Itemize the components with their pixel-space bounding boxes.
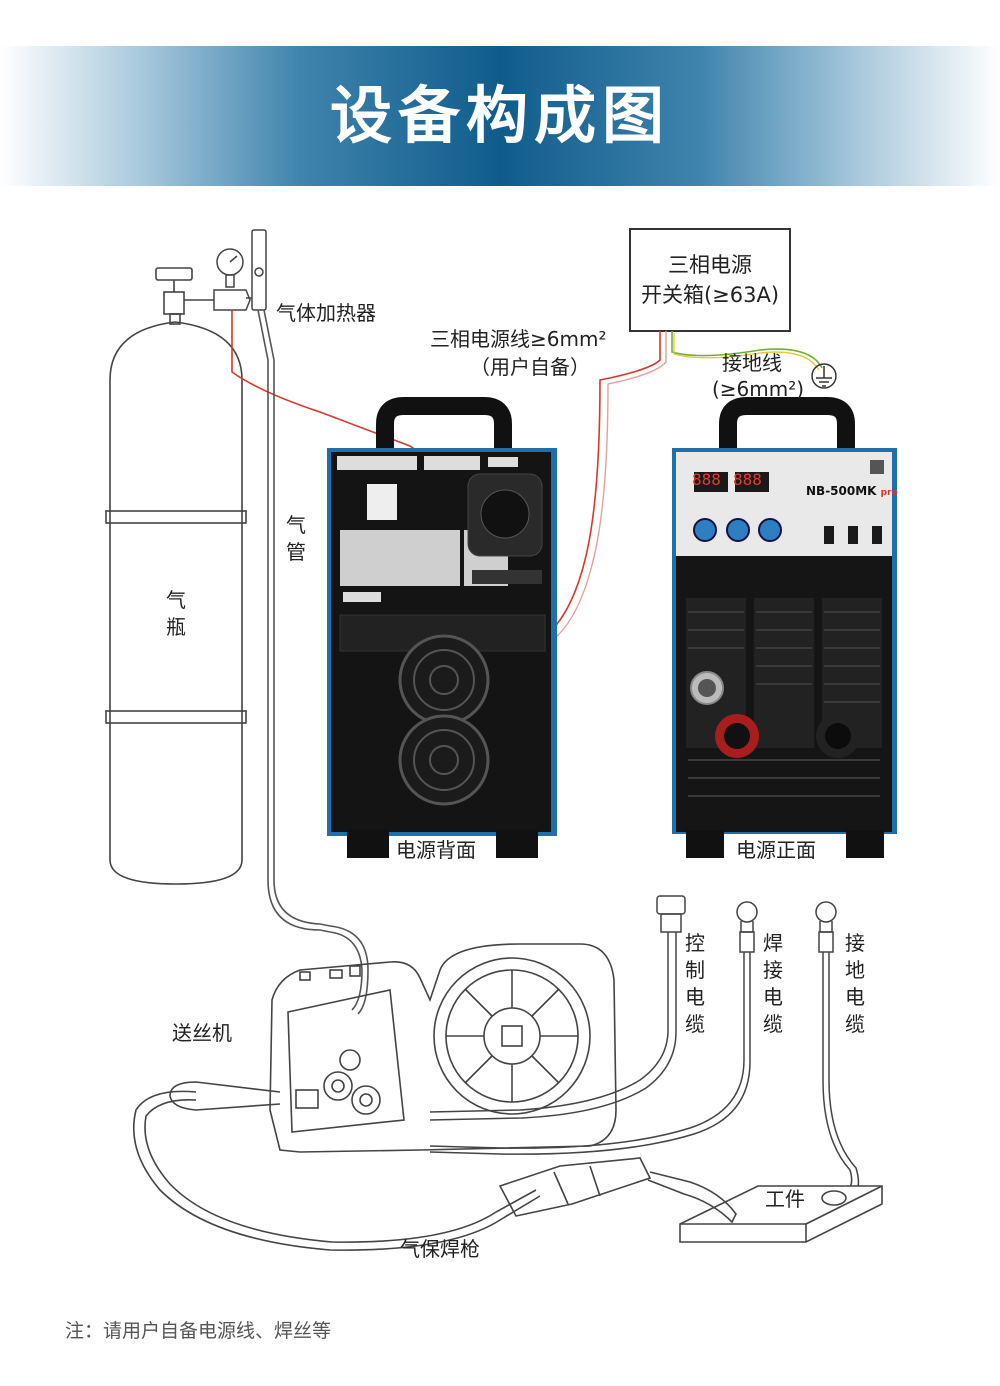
workpiece	[679, 1185, 883, 1243]
gas-cylinder	[105, 267, 247, 885]
title-banner	[0, 46, 1000, 186]
power-source-front	[672, 397, 897, 864]
gas-hose	[257, 309, 363, 1011]
control-knob-icons	[693, 518, 782, 542]
gas-cylinder-label: 气瓶	[166, 588, 186, 639]
welding-cable-label: 焊接电缆	[763, 931, 783, 1036]
welding-gun-label: 气保焊枪	[400, 1237, 480, 1261]
power-cable-label-1: 三相电源线≥6mm²	[430, 327, 607, 351]
ground-wire-label-1: 接地线	[722, 351, 782, 375]
wire-feeder-label: 送丝机	[172, 1021, 232, 1045]
workpiece-label: 工件	[765, 1187, 805, 1211]
power-box-line2: 开关箱(≥63A)	[640, 283, 780, 307]
model-name: NB-500MK	[806, 484, 877, 498]
ground-wire-label-2: (≥6mm²)	[712, 377, 805, 401]
power-cable-label-2: （用户自备）	[470, 355, 590, 379]
power-source-rear	[327, 397, 557, 864]
panel-switch-icons	[824, 526, 882, 544]
heater-power-wire	[231, 310, 431, 461]
welding-gun	[132, 1081, 737, 1251]
power-box-line1: 三相电源	[668, 252, 752, 277]
power-switch-box-label: 三相电源 开关箱(≥63A)	[630, 229, 790, 331]
control-cable-label: 控制电缆	[685, 931, 705, 1036]
ground-wire	[671, 331, 823, 369]
wire-feeder	[269, 943, 617, 1153]
ground-cable-label: 接地电缆	[845, 931, 865, 1036]
model-suffix: pro	[880, 488, 898, 498]
page-title: 设备构成图	[329, 79, 670, 152]
gas-hose-label: 气管	[286, 513, 306, 564]
power-back-label: 电源背面	[396, 838, 476, 862]
device-model: NB-500MK pro	[806, 484, 898, 500]
gas-heater-label: 气体加热器	[276, 301, 376, 325]
control-cable-connector	[429, 895, 686, 1121]
ground-symbol	[811, 363, 837, 389]
power-switch-box	[629, 228, 791, 332]
voltage-display: 888	[733, 470, 762, 489]
current-display: 888	[692, 470, 721, 489]
gas-regulator	[184, 229, 267, 311]
footer-note: 注：请用户自备电源线、焊丝等	[65, 1320, 332, 1342]
power-front-label: 电源正面	[736, 838, 816, 862]
